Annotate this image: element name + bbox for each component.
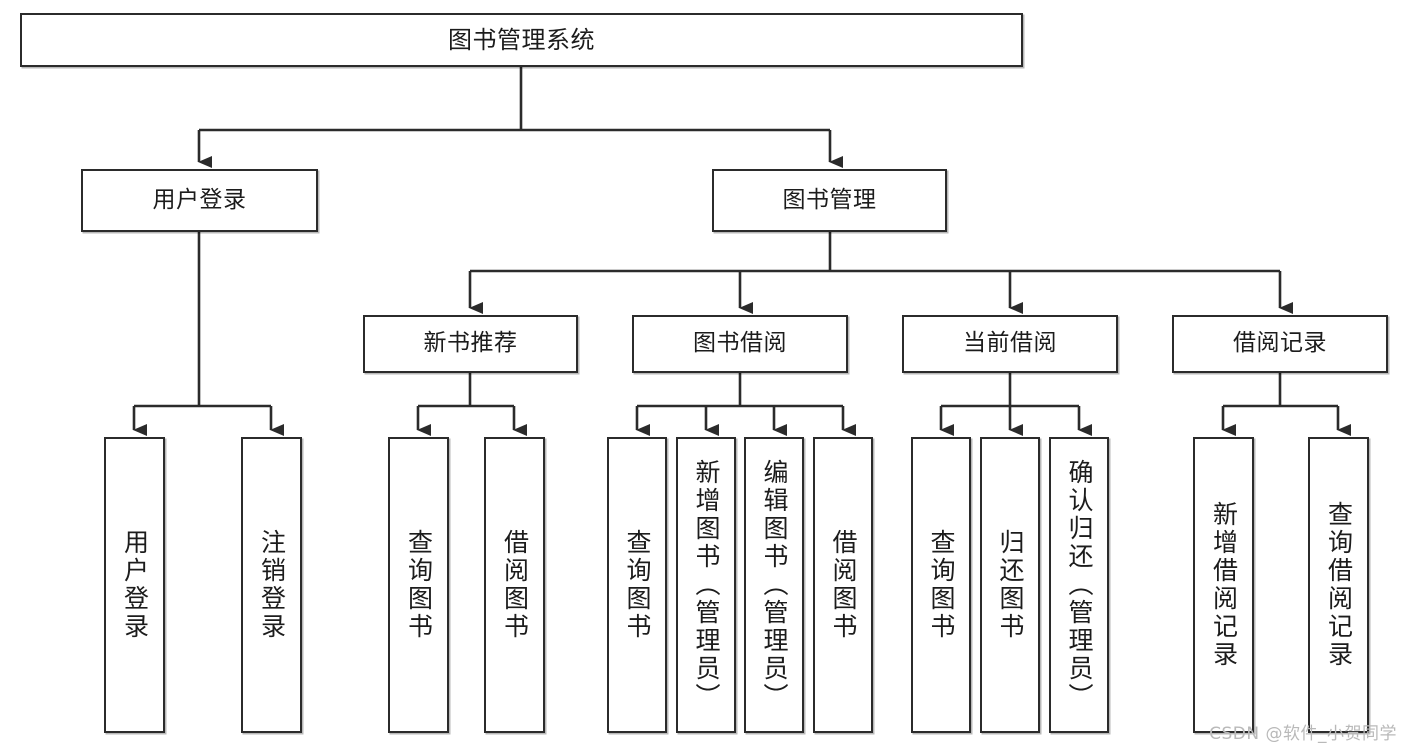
- leaf-user-login[interactable]: 用户登录: [104, 437, 165, 733]
- node-label: 新增图书（管理员）: [692, 459, 721, 711]
- leaf-query-book-current[interactable]: 查询图书: [911, 437, 971, 733]
- leaf-query-book-recommend[interactable]: 查询图书: [388, 437, 449, 733]
- node-label: 查询图书: [404, 529, 434, 641]
- node-label: 用户登录: [152, 186, 247, 213]
- leaf-borrow-book-recommend[interactable]: 借阅图书: [484, 437, 545, 733]
- node-new-book-recommend[interactable]: 新书推荐: [363, 315, 578, 373]
- leaf-logout-login[interactable]: 注销登录: [241, 437, 302, 733]
- leaf-borrow-book[interactable]: 借阅图书: [813, 437, 873, 733]
- leaf-add-book-admin[interactable]: 新增图书（管理员）: [676, 437, 736, 733]
- leaf-return-book[interactable]: 归还图书: [980, 437, 1040, 733]
- node-label: 编辑图书（管理员）: [760, 459, 789, 711]
- node-label: 借阅图书: [500, 529, 530, 641]
- node-label: 图书管理系统: [448, 25, 595, 54]
- node-label: 新增借阅记录: [1209, 501, 1239, 669]
- node-label: 归还图书: [996, 529, 1025, 641]
- leaf-confirm-return-admin[interactable]: 确认归还（管理员）: [1049, 437, 1109, 733]
- node-user-login[interactable]: 用户登录: [81, 169, 318, 232]
- leaf-query-borrow-record[interactable]: 查询借阅记录: [1308, 437, 1369, 733]
- node-label: 图书借阅: [693, 330, 787, 357]
- node-label: 查询图书: [927, 529, 956, 641]
- leaf-query-book-borrow[interactable]: 查询图书: [607, 437, 667, 733]
- node-root-book-management-system[interactable]: 图书管理系统: [20, 13, 1023, 67]
- node-label: 借阅记录: [1233, 330, 1327, 357]
- leaf-edit-book-admin[interactable]: 编辑图书（管理员）: [744, 437, 804, 733]
- node-label: 查询借阅记录: [1324, 501, 1354, 669]
- node-label: 当前借阅: [963, 330, 1057, 357]
- node-book-management[interactable]: 图书管理: [712, 169, 947, 232]
- node-current-borrow[interactable]: 当前借阅: [902, 315, 1118, 373]
- node-label: 用户登录: [120, 529, 150, 641]
- leaf-add-borrow-record[interactable]: 新增借阅记录: [1193, 437, 1254, 733]
- node-label: 注销登录: [257, 529, 287, 641]
- node-label: 新书推荐: [423, 330, 518, 357]
- csdn-watermark: CSDN @软件_小贺同学: [1209, 724, 1397, 744]
- node-label: 确认归还（管理员）: [1065, 459, 1094, 711]
- node-borrow-record[interactable]: 借阅记录: [1172, 315, 1388, 373]
- node-book-borrow[interactable]: 图书借阅: [632, 315, 848, 373]
- node-label: 借阅图书: [829, 529, 858, 641]
- node-label: 查询图书: [623, 529, 652, 641]
- node-label: 图书管理: [782, 186, 877, 213]
